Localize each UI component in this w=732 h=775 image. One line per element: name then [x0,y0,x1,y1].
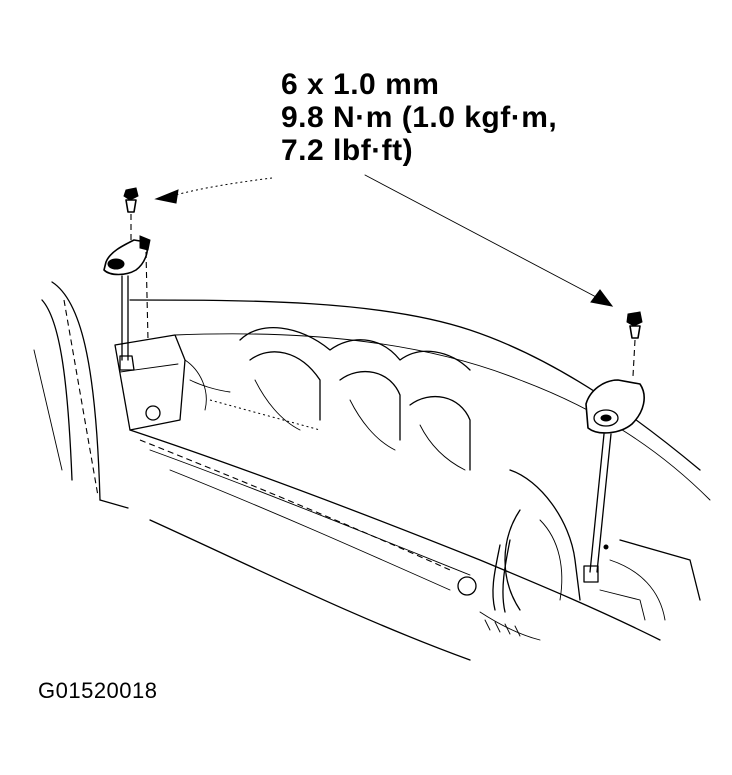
figure-code: G01520018 [38,678,158,703]
engine-outline [33,281,711,661]
arrowhead-left [154,189,179,204]
bolt-size-label: 6 x 1.0 mm [281,68,440,101]
right-bolt [626,311,643,377]
left-bolt [123,187,139,248]
leader-line-right [364,174,599,299]
right-bracket [583,379,645,583]
arrowhead-right [590,289,614,307]
leader-line-left [171,177,273,197]
engine-details [189,379,646,637]
torque-lbf-label: 7.2 lbf·ft) [281,134,414,167]
torque-specification: 6 x 1.0 mm 9.8 N·m (1.0 kgf·m, 7.2 lbf·f… [281,68,557,167]
leader-lines [154,174,614,307]
left-bracket [103,235,151,371]
torque-nm-label: 9.8 N·m (1.0 kgf·m, [281,101,558,134]
